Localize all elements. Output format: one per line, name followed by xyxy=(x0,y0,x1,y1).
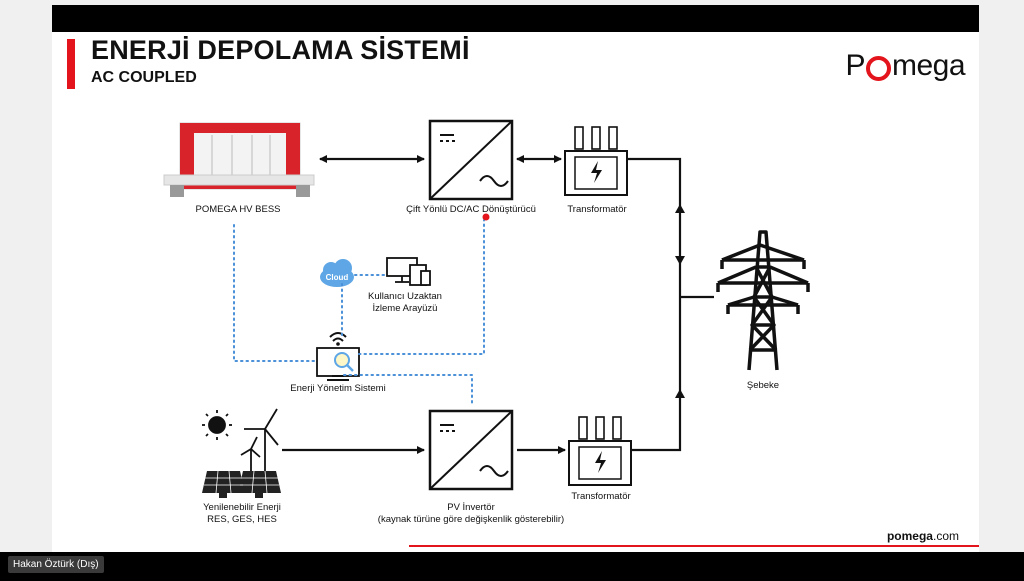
logo-letter: P xyxy=(845,49,865,82)
renewable-line1: Yenilenebilir Enerji xyxy=(203,502,281,513)
transformer-top-label: Transformatör xyxy=(567,204,627,215)
ac-coupled-diagram: Cloud xyxy=(163,119,810,498)
monitoring-devices-icon xyxy=(386,257,431,286)
sun-icon xyxy=(202,410,232,440)
cloud-icon: Cloud xyxy=(320,259,354,287)
pv-inverter-icon xyxy=(428,409,514,491)
transformer-top-icon xyxy=(564,126,628,196)
pointer-marker xyxy=(482,213,490,221)
ems-label: Enerji Yönetim Sistemi xyxy=(290,383,386,394)
logo-text: mega xyxy=(891,49,966,82)
meeting-bottom-bar xyxy=(0,552,1024,581)
footer-url: pomega.com xyxy=(887,529,959,543)
wind-turbine-icon xyxy=(240,408,279,475)
inverter-line1: PV İnvertör xyxy=(447,502,495,513)
remote-monitoring-line2: İzleme Arayüzü xyxy=(372,303,438,314)
footer-brand: pomega xyxy=(886,529,933,543)
power-connections xyxy=(282,155,714,454)
slide-title: ENERJİ DEPOLAMA SİSTEMİ xyxy=(91,35,470,65)
flow-arrowheads xyxy=(675,204,685,398)
dc-ac-converter-icon xyxy=(428,119,514,201)
slide-subtitle: AC COUPLED xyxy=(91,69,197,86)
footer-domain: .com xyxy=(932,529,959,543)
bess-container-icon xyxy=(163,122,315,197)
transformer-bottom-icon xyxy=(568,416,632,486)
communication-links xyxy=(233,219,485,406)
logo-ring-icon xyxy=(865,55,891,81)
transmission-tower-icon xyxy=(716,230,810,371)
converter-label: Çift Yönlü DC/AC Dönüştürücü xyxy=(406,204,536,215)
transformer-bottom-label: Transformatör xyxy=(571,491,631,502)
slide-top-bar xyxy=(52,5,979,32)
cloud-label: Cloud xyxy=(326,273,349,282)
renewable-line2: RES, GES, HES xyxy=(207,514,277,525)
remote-monitoring-label: Kullanıcı Uzaktan İzleme Arayüzü xyxy=(355,291,455,315)
inverter-label: PV İnvertör (kaynak türüne göre değişken… xyxy=(362,502,580,526)
bess-label: POMEGA HV BESS xyxy=(195,204,281,215)
solar-panel-icon xyxy=(202,470,281,498)
grid-label: Şebeke xyxy=(746,380,780,391)
remote-monitoring-line1: Kullanıcı Uzaktan xyxy=(368,291,442,302)
renewable-label: Yenilenebilir Enerji RES, GES, HES xyxy=(182,502,302,526)
footer-accent-line xyxy=(409,545,979,547)
ems-monitor-icon xyxy=(316,332,360,381)
participant-name-tag: Hakan Öztürk (Dış) xyxy=(8,556,104,573)
title-accent-bar xyxy=(67,39,75,89)
inverter-line2: (kaynak türüne göre değişkenlik göstereb… xyxy=(377,514,565,525)
